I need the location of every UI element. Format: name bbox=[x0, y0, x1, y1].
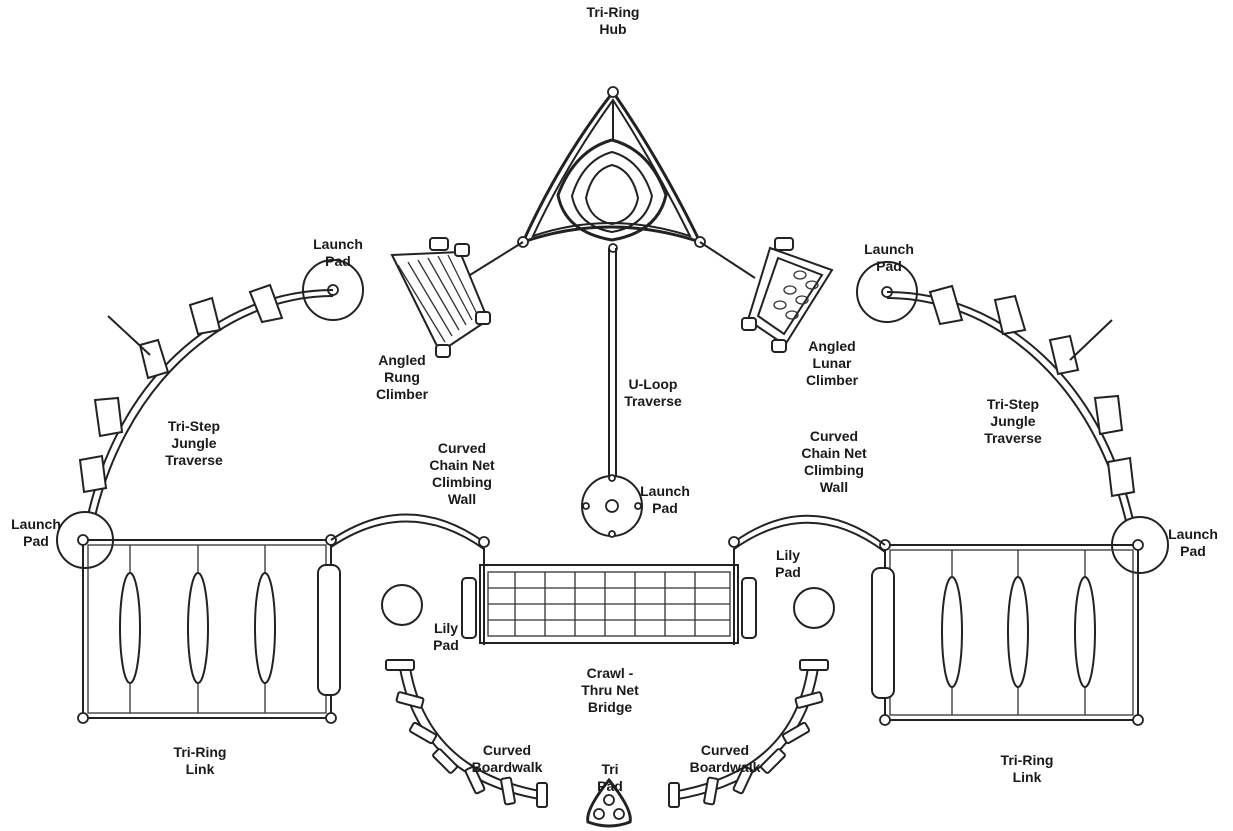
tri-pad-structure bbox=[586, 777, 632, 828]
tri-ring-link-right-structure bbox=[871, 539, 1144, 726]
tri-ring-link-left-structure bbox=[77, 534, 341, 724]
angled-rung-climber-structure bbox=[390, 237, 491, 358]
chain-net-left-structure bbox=[330, 513, 490, 550]
lily-pad-right-structure bbox=[793, 587, 835, 629]
tri-ring-hub-structure bbox=[517, 86, 706, 253]
u-loop-traverse-structure bbox=[581, 248, 643, 538]
boardwalk-right-structure bbox=[668, 659, 829, 808]
tri-step-right-structure bbox=[886, 284, 1169, 574]
lily-pad-left-structure bbox=[381, 584, 423, 626]
angled-lunar-climber-structure bbox=[741, 237, 834, 353]
tri-step-left-structure bbox=[56, 283, 334, 569]
boardwalk-left-structure bbox=[385, 659, 548, 808]
chain-net-right-structure bbox=[728, 514, 886, 553]
crawl-thru-net-bridge-structure bbox=[461, 548, 757, 645]
